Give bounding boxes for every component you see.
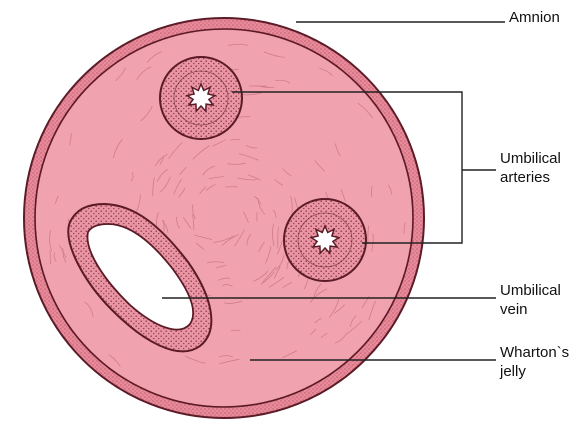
arteries-label-line1: Umbilical — [500, 149, 561, 168]
amnion-label: Amnion — [509, 8, 560, 27]
umbilical-arteries-label: Umbilical arteries — [500, 149, 561, 187]
umbilical-artery-lower — [284, 199, 366, 281]
wharton-label-line2: jelly — [500, 362, 569, 381]
umbilical-artery-upper — [160, 57, 242, 139]
vein-label-line2: vein — [500, 300, 561, 319]
vein-label-line1: Umbilical — [500, 281, 561, 300]
wharton-label-line1: Wharton`s — [500, 343, 569, 362]
whartons-jelly-label: Wharton`s jelly — [500, 343, 569, 381]
amnion-label-text: Amnion — [509, 8, 560, 27]
arteries-label-line2: arteries — [500, 168, 561, 187]
umbilical-vein-label: Umbilical vein — [500, 281, 561, 319]
